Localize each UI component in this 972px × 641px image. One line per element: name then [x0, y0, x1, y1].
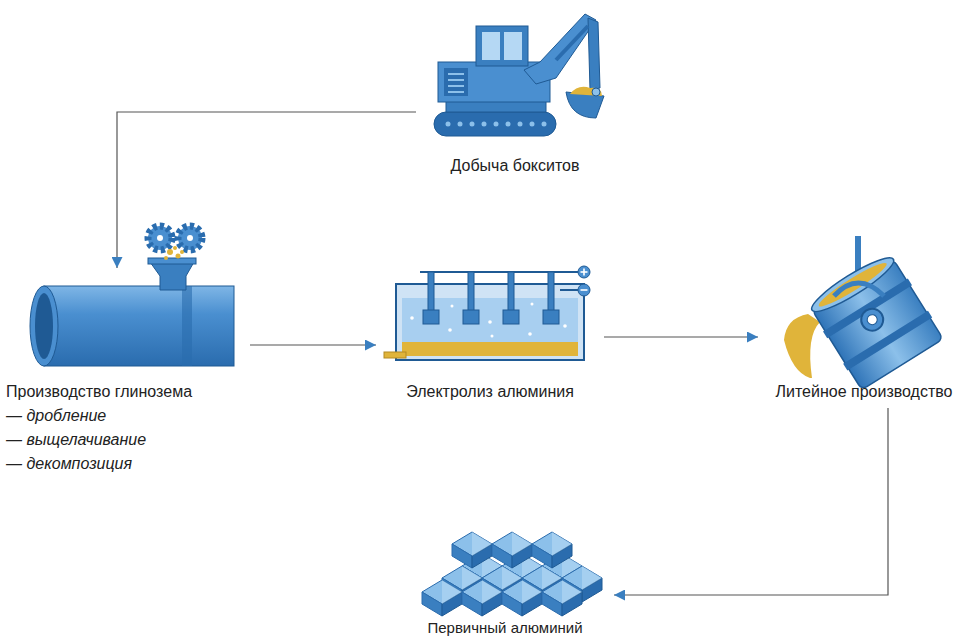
stage-label: Литейное производство [762, 380, 966, 404]
icon-space [400, 514, 610, 619]
step-item: — выщелачивание [6, 428, 246, 452]
step-item: — дробление [6, 404, 246, 428]
icon-space [380, 262, 600, 380]
step-item: — декомпозиция [6, 452, 246, 476]
stage-label: Производство глинозема [6, 380, 246, 404]
flow-arrow [614, 408, 888, 595]
process-stage: Литейное производство [762, 232, 966, 404]
stage-label: Первичный алюминий [400, 619, 610, 637]
icon-space [6, 270, 246, 380]
process-stage: Электролиз алюминия [380, 262, 600, 404]
excavator-icon [434, 14, 604, 136]
alumina-mill-icon [30, 226, 234, 366]
stage-label: Электролиз алюминия [380, 380, 600, 404]
icon-space [762, 232, 966, 380]
flow-arrow [604, 336, 758, 337]
flow-arrow [117, 112, 416, 268]
stage-label: Добыча бокситов [420, 154, 610, 178]
ingot-stack-icon [422, 532, 602, 616]
flow-arrow [250, 344, 376, 345]
process-stage: Производство глинозема— дробление— выщел… [6, 270, 246, 476]
icon-space [420, 8, 610, 154]
casting-ladle-icon [784, 236, 945, 391]
process-stage: Первичный алюминий [400, 514, 610, 637]
electrolysis-cell-icon [384, 266, 590, 360]
process-stage: Добыча бокситов [420, 8, 610, 178]
